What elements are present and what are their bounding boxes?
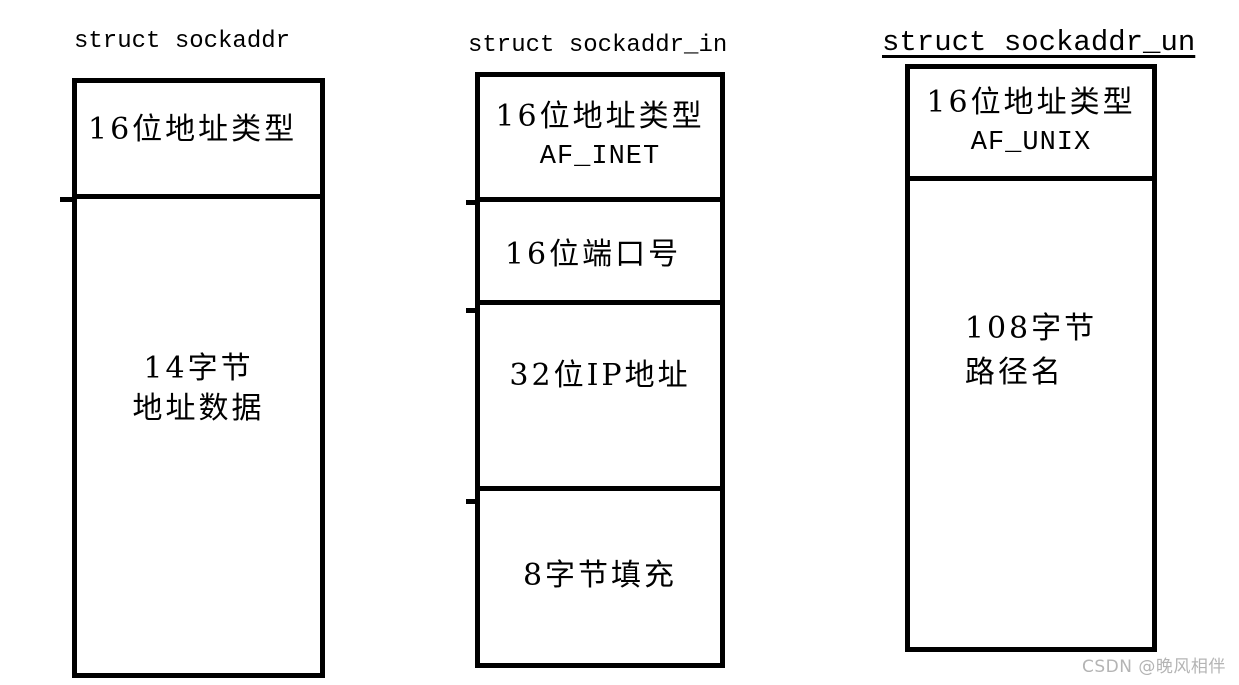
struct-sockaddr-un-box: 16位地址类型 AF_UNIX 108字节 路径名 xyxy=(905,64,1157,652)
struct-sockaddr-box: 16位地址类型 14字节 地址数据 xyxy=(72,78,325,678)
sockaddr-field-address-family: 16位地址类型 xyxy=(77,83,320,199)
sockaddr-un-field-path-name: 108字节 路径名 xyxy=(910,181,1152,647)
divider-tick xyxy=(60,197,72,202)
field-label-af-inet: AF_INET xyxy=(539,142,661,172)
field-label-af-unix: AF_UNIX xyxy=(970,127,1092,158)
field-label: 16位地址类型 xyxy=(88,111,298,147)
field-label-line1: 14字节 xyxy=(143,351,254,386)
field-label-line1: 16位地址类型 xyxy=(495,99,705,134)
field-label-block: 16位地址类型 AF_INET xyxy=(495,97,704,177)
struct-sockaddr-in-title: struct sockaddr_in xyxy=(468,32,728,59)
field-label-block: 14字节 地址数据 xyxy=(133,349,265,429)
divider-tick xyxy=(466,308,475,313)
field-label-block: 16位地址类型 AF_UNIX xyxy=(926,83,1135,163)
sockaddr-in-field-ip-address: 32位IP地址 xyxy=(480,305,720,491)
field-label-line2: 地址数据 xyxy=(132,391,265,426)
sockaddr-field-address-data: 14字节 地址数据 xyxy=(77,199,320,673)
field-label-block: 108字节 路径名 xyxy=(965,307,1097,395)
sockaddr-in-field-padding: 8字节填充 xyxy=(480,491,720,663)
divider-tick xyxy=(466,200,475,205)
sockaddr-in-field-port: 16位端口号 xyxy=(480,202,720,305)
struct-sockaddr-in-box: 16位地址类型 AF_INET 16位端口号 32位IP地址 8字节填充 xyxy=(475,72,725,668)
field-label: 32位IP地址 xyxy=(509,357,691,393)
struct-sockaddr-un-title: struct sockaddr_un xyxy=(882,26,1196,59)
field-label: 16位端口号 xyxy=(504,237,682,272)
struct-sockaddr-title: struct sockaddr xyxy=(74,28,291,55)
sockaddr-in-field-address-family: 16位地址类型 AF_INET xyxy=(480,77,720,202)
field-label-line1: 16位地址类型 xyxy=(926,84,1136,120)
sockaddr-un-field-address-family: 16位地址类型 AF_UNIX xyxy=(910,69,1152,181)
divider-tick xyxy=(466,499,475,504)
field-label: 8字节填充 xyxy=(522,558,678,593)
field-label-line2: 路径名 xyxy=(964,355,1064,390)
csdn-watermark: CSDN @晚风相伴 xyxy=(1082,657,1226,677)
field-label-line1: 108字节 xyxy=(964,311,1098,346)
